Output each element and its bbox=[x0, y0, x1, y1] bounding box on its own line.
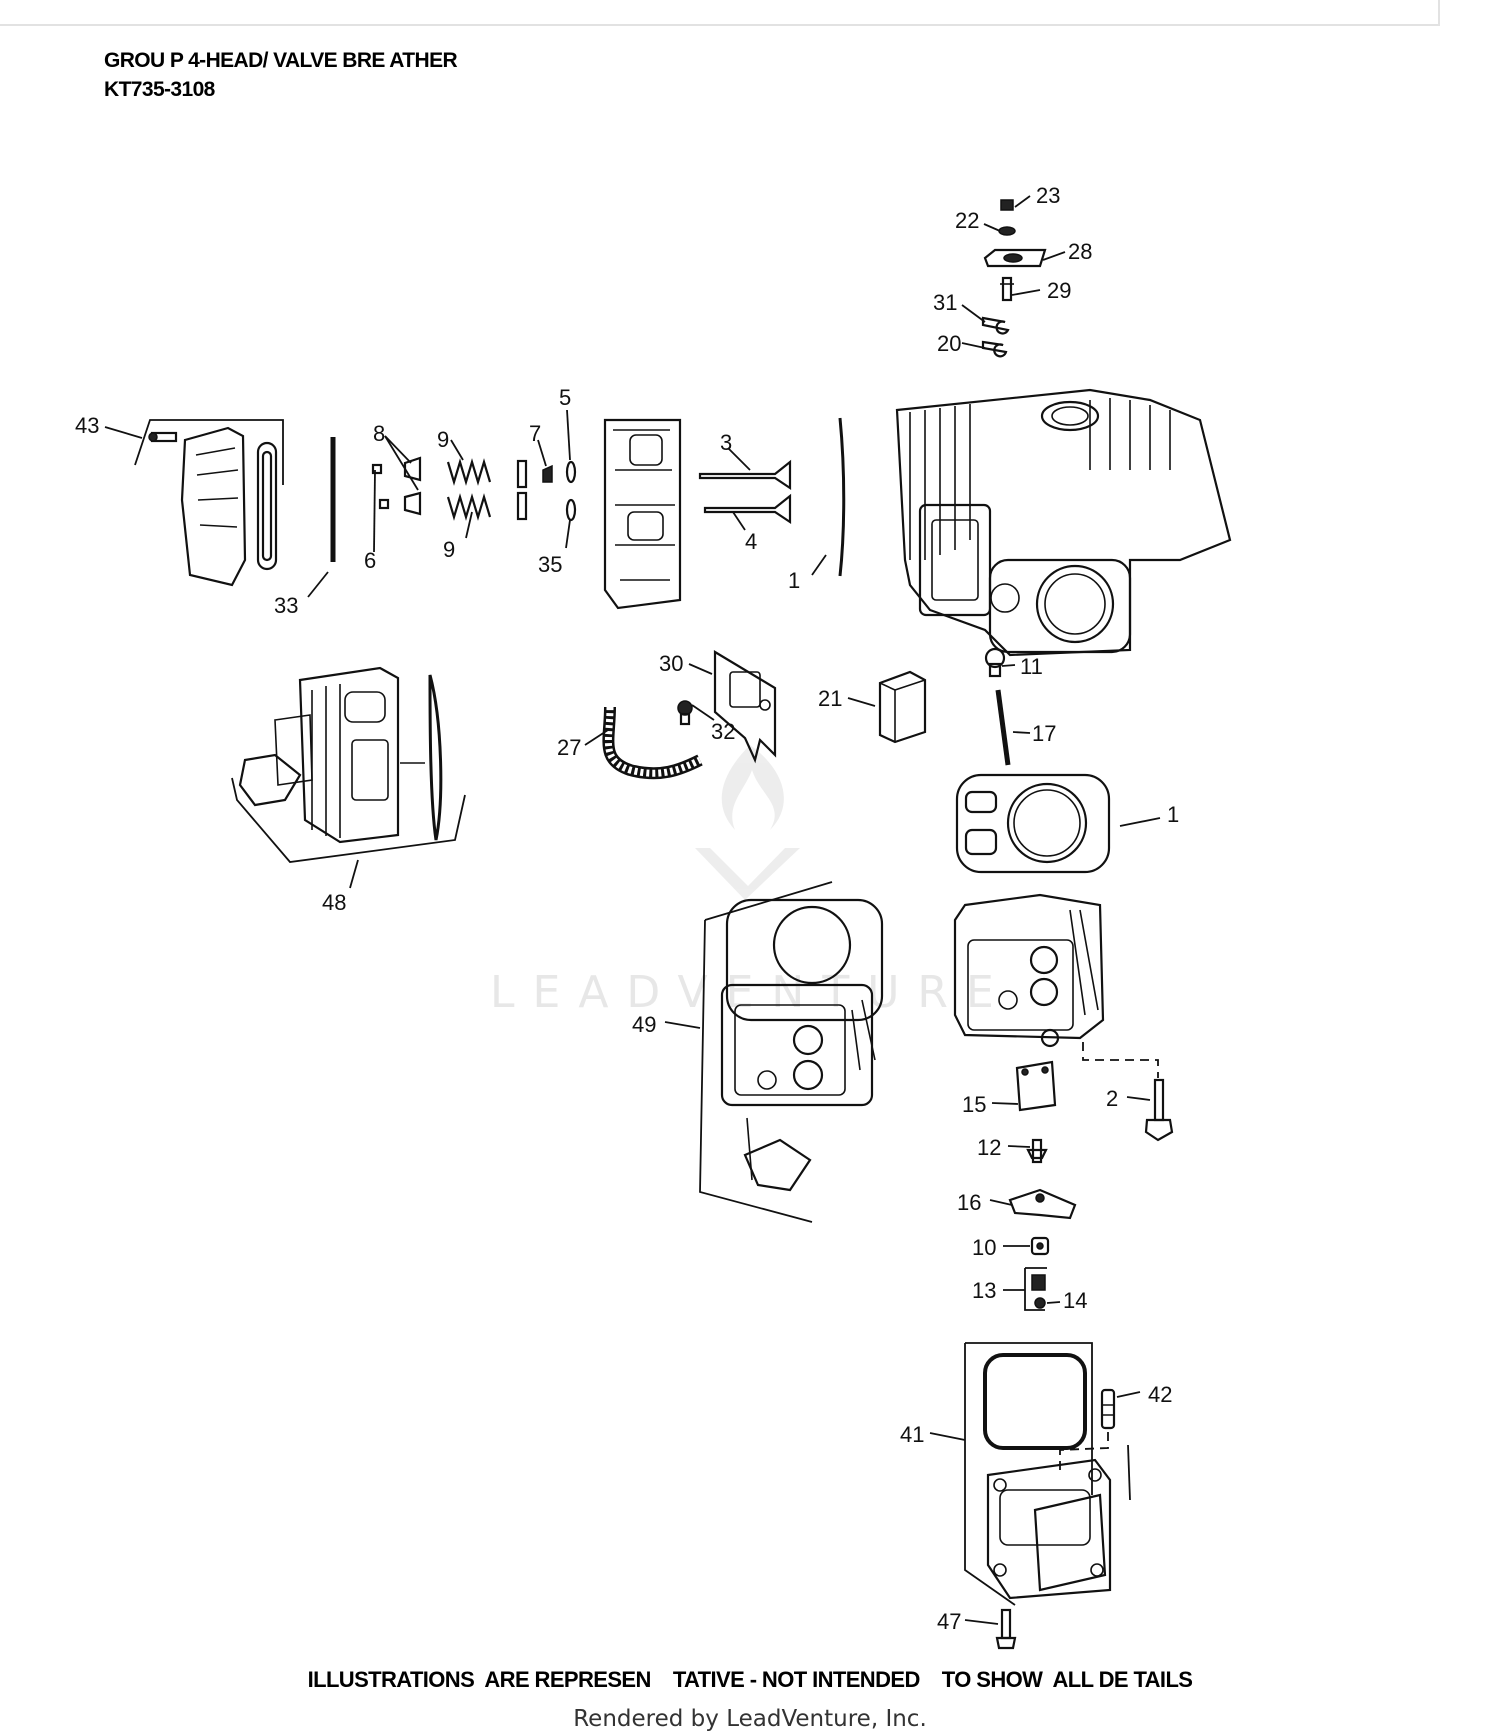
part-1-head-gasket bbox=[955, 773, 1111, 874]
part-6-retainers bbox=[371, 463, 390, 510]
part-7-valve-seal bbox=[516, 459, 553, 521]
part-48-head-assembly bbox=[231, 666, 466, 863]
callout-20: 20 bbox=[937, 331, 961, 356]
callout-6: 6 bbox=[364, 548, 376, 573]
part-1-head-gasket-side bbox=[838, 417, 846, 577]
part-29-stud bbox=[1000, 276, 1014, 302]
leader-lines bbox=[104, 195, 1161, 1625]
part-engine-block bbox=[895, 388, 1232, 657]
part-28-bracket bbox=[983, 248, 1047, 268]
part-22-washer bbox=[998, 226, 1016, 236]
leader-dashed-head-bolt bbox=[1082, 1042, 1159, 1078]
part-16-rocker-arm bbox=[1008, 1188, 1077, 1220]
watermark-text: LEADVENTURE bbox=[490, 967, 1012, 1018]
part-27-hose bbox=[602, 706, 703, 780]
callout-49: 49 bbox=[632, 1012, 656, 1037]
callout-13: 13 bbox=[972, 1278, 996, 1303]
disclaimer-note: ILLUSTRATIONS ARE REPRESEN TATIVE - NOT … bbox=[307, 1667, 1193, 1692]
part-42-breather-fitting bbox=[1100, 1388, 1116, 1430]
part-15-rocker-bridge bbox=[1015, 1060, 1057, 1112]
callout-7: 7 bbox=[529, 421, 541, 446]
callout-23: 23 bbox=[1036, 183, 1060, 208]
callout-27: 27 bbox=[557, 735, 581, 760]
callout-1-lower: 1 bbox=[1167, 802, 1179, 827]
callout-30: 30 bbox=[659, 651, 683, 676]
part-cylinder-head-side-view bbox=[603, 418, 682, 610]
part-17-push-rod bbox=[995, 689, 1011, 766]
callout-32: 32 bbox=[711, 719, 735, 744]
top-frame-edge bbox=[0, 0, 1440, 26]
callout-41: 41 bbox=[900, 1422, 924, 1447]
callout-14: 14 bbox=[1063, 1288, 1087, 1313]
callout-42: 42 bbox=[1148, 1382, 1172, 1407]
callout-9-upper: 9 bbox=[437, 427, 449, 452]
part-43-breather-cover bbox=[134, 419, 284, 587]
callout-22: 22 bbox=[955, 208, 979, 233]
callout-12: 12 bbox=[977, 1135, 1001, 1160]
part-20-terminal bbox=[981, 340, 1008, 358]
part-30-breather-plate bbox=[713, 650, 777, 764]
part-8-valve-keepers bbox=[403, 456, 422, 516]
callout-21: 21 bbox=[818, 686, 842, 711]
part-41-valve-cover bbox=[964, 1342, 1112, 1606]
callout-43: 43 bbox=[75, 413, 99, 438]
callout-3: 3 bbox=[720, 430, 732, 455]
diagram-title-line1: GROU P 4-HEAD/ VALVE BRE ATHER bbox=[104, 49, 458, 72]
diagram-title-line2: KT735-3108 bbox=[104, 78, 215, 101]
part-9-valve-springs bbox=[446, 458, 492, 521]
part-32-screw bbox=[677, 700, 693, 726]
callout-16: 16 bbox=[957, 1190, 981, 1215]
part-47-cover-screw bbox=[995, 1608, 1017, 1650]
callout-5: 5 bbox=[559, 385, 571, 410]
part-49-head-with-gasket bbox=[699, 881, 884, 1223]
part-4-exhaust-valve bbox=[703, 493, 792, 525]
part-21-foam-block bbox=[878, 670, 927, 744]
callout-labels: 23 22 28 29 31 20 43 8 9 7 5 3 6 9 35 4 … bbox=[75, 183, 1179, 1634]
part-10-pivot bbox=[1030, 1236, 1050, 1256]
callout-35: 35 bbox=[538, 552, 562, 577]
callout-15: 15 bbox=[962, 1092, 986, 1117]
part-23-nut bbox=[1000, 199, 1014, 211]
callout-31: 31 bbox=[933, 290, 957, 315]
callout-10: 10 bbox=[972, 1235, 996, 1260]
diagram-title: GROU P 4-HEAD/ VALVE BRE ATHER KT735-310… bbox=[104, 46, 458, 104]
part-11-plug bbox=[984, 647, 1006, 678]
leader-dashed-cover-bolt bbox=[1059, 1432, 1109, 1470]
callout-9-lower: 9 bbox=[443, 537, 455, 562]
callout-4: 4 bbox=[745, 529, 757, 554]
callout-2: 2 bbox=[1106, 1086, 1118, 1111]
callout-28: 28 bbox=[1068, 239, 1092, 264]
callout-47: 47 bbox=[937, 1609, 961, 1634]
rendered-by-credit: Rendered by LeadVenture, Inc. bbox=[573, 1706, 927, 1732]
callout-17: 17 bbox=[1032, 721, 1056, 746]
callout-8: 8 bbox=[373, 421, 385, 446]
part-cylinder-head bbox=[953, 893, 1105, 1048]
callout-48: 48 bbox=[322, 890, 346, 915]
callout-33: 33 bbox=[274, 593, 298, 618]
part-2-head-bolt bbox=[1144, 1078, 1174, 1142]
part-5-and-35-cotters bbox=[565, 460, 577, 522]
part-14-nut bbox=[1034, 1297, 1046, 1309]
part-13-adjuster bbox=[1024, 1267, 1047, 1311]
watermark-logo bbox=[695, 745, 800, 900]
callout-1-upper: 1 bbox=[788, 568, 800, 593]
callout-29: 29 bbox=[1047, 278, 1071, 303]
part-12-rocker-stud bbox=[1026, 1138, 1048, 1164]
leader-line-cover-right bbox=[1127, 1444, 1131, 1501]
part-31-terminal bbox=[981, 316, 1010, 335]
part-3-intake-valve bbox=[698, 459, 792, 491]
callout-11: 11 bbox=[1020, 654, 1043, 679]
